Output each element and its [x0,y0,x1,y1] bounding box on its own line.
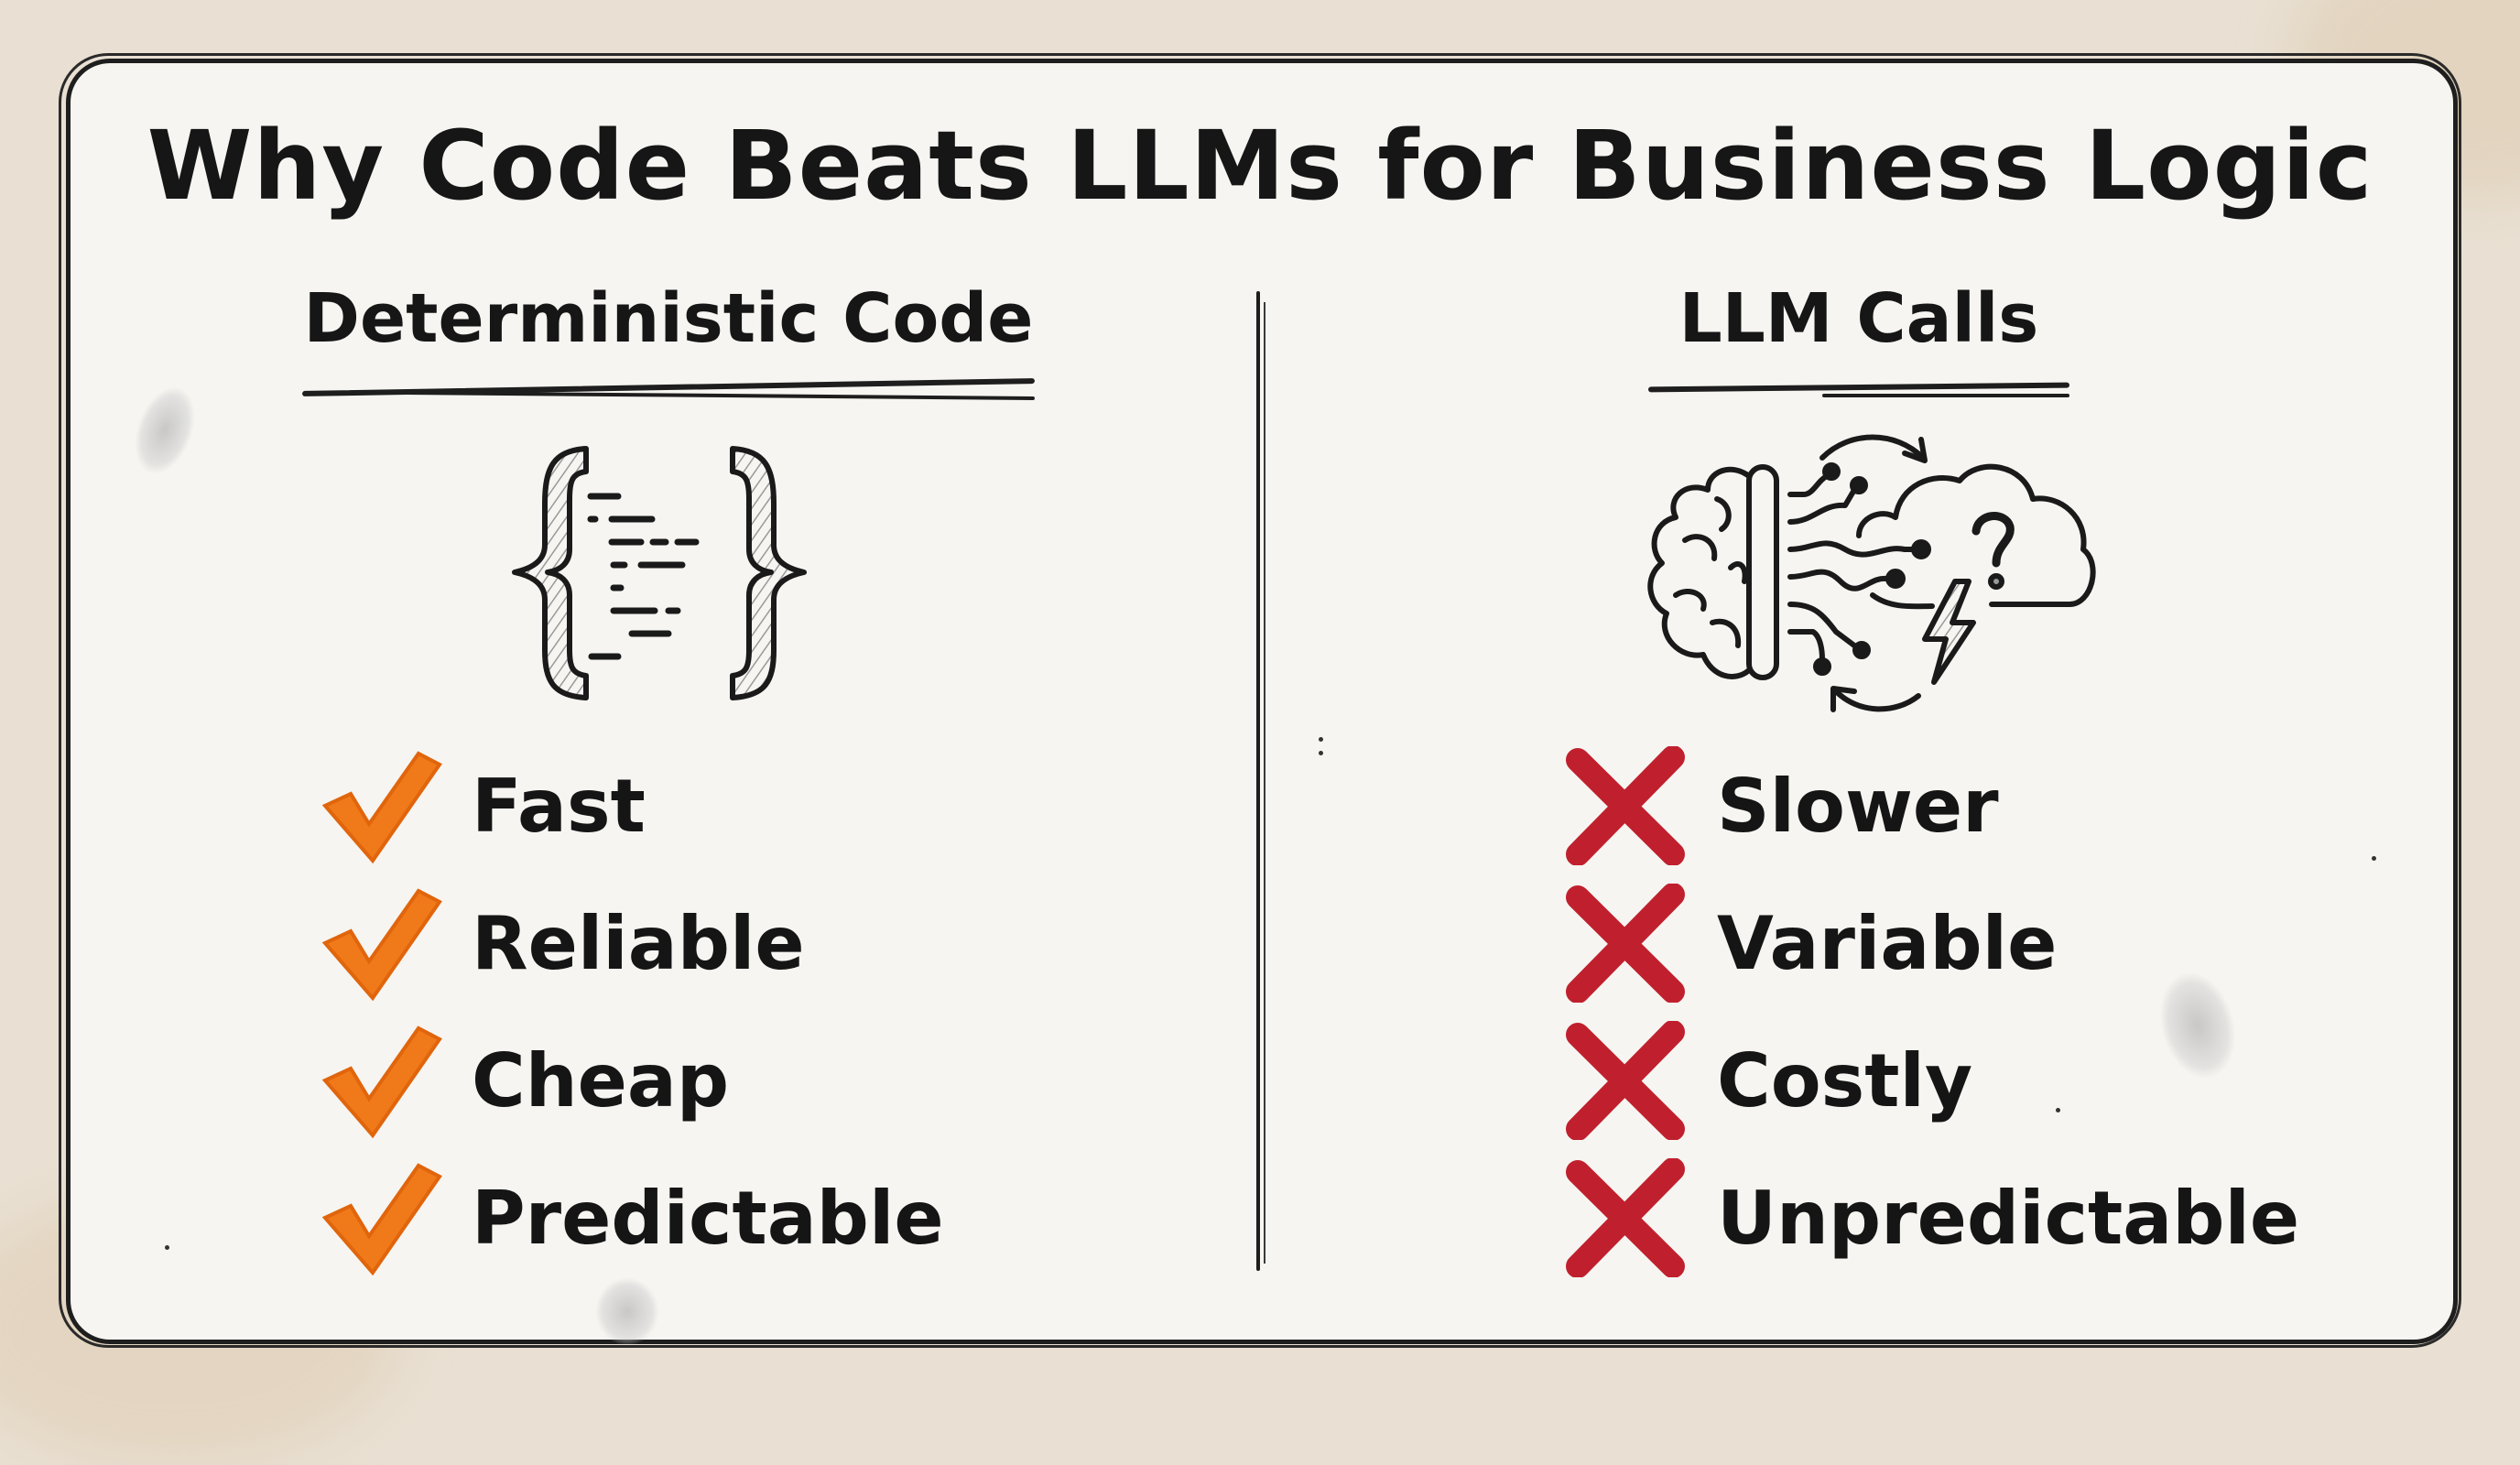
item-label: Variable [1717,900,2058,986]
ink-speck [165,1245,169,1250]
ink-speck [2372,856,2376,861]
list-item: Slower [1561,746,1999,865]
page-title: Why Code Beats LLMs for Business Logic [147,110,2373,222]
list-item: Unpredictable [1561,1158,2299,1277]
item-label: Reliable [472,900,805,986]
list-item: Variable [1561,884,2057,1003]
check-icon [321,1163,442,1276]
cross-icon [1566,1021,1685,1140]
item-label: Fast [472,763,646,849]
column-divider [1256,291,1260,1271]
right-heading: LLM Calls [1678,279,2039,358]
item-label: Predictable [472,1175,944,1261]
infographic-card [66,59,2458,1344]
right-heading-underline [1822,394,2069,397]
item-label: Slower [1717,763,1999,849]
ink-speck [1319,737,1323,742]
item-label: Unpredictable [1717,1175,2300,1261]
brain-cloud-icon [1630,430,2106,723]
check-icon [321,751,442,864]
list-item: Costly [1561,1021,1972,1140]
ink-speck [1319,751,1323,755]
column-divider [1264,302,1265,1264]
list-item: Fast [316,746,646,865]
item-label: Cheap [472,1037,730,1123]
item-label: Costly [1717,1037,1973,1123]
cross-icon [1566,1158,1685,1277]
left-heading: Deterministic Code [303,279,1034,358]
list-item: Reliable [316,884,805,1003]
check-icon [321,888,442,1002]
ink-speck [2056,1108,2060,1112]
list-item: Predictable [316,1158,944,1277]
code-braces-icon [504,430,815,714]
list-item: Cheap [316,1021,729,1140]
check-icon [321,1026,442,1139]
fingerprint-smudge [595,1277,659,1346]
cross-icon [1566,746,1685,865]
cross-icon [1566,884,1685,1003]
